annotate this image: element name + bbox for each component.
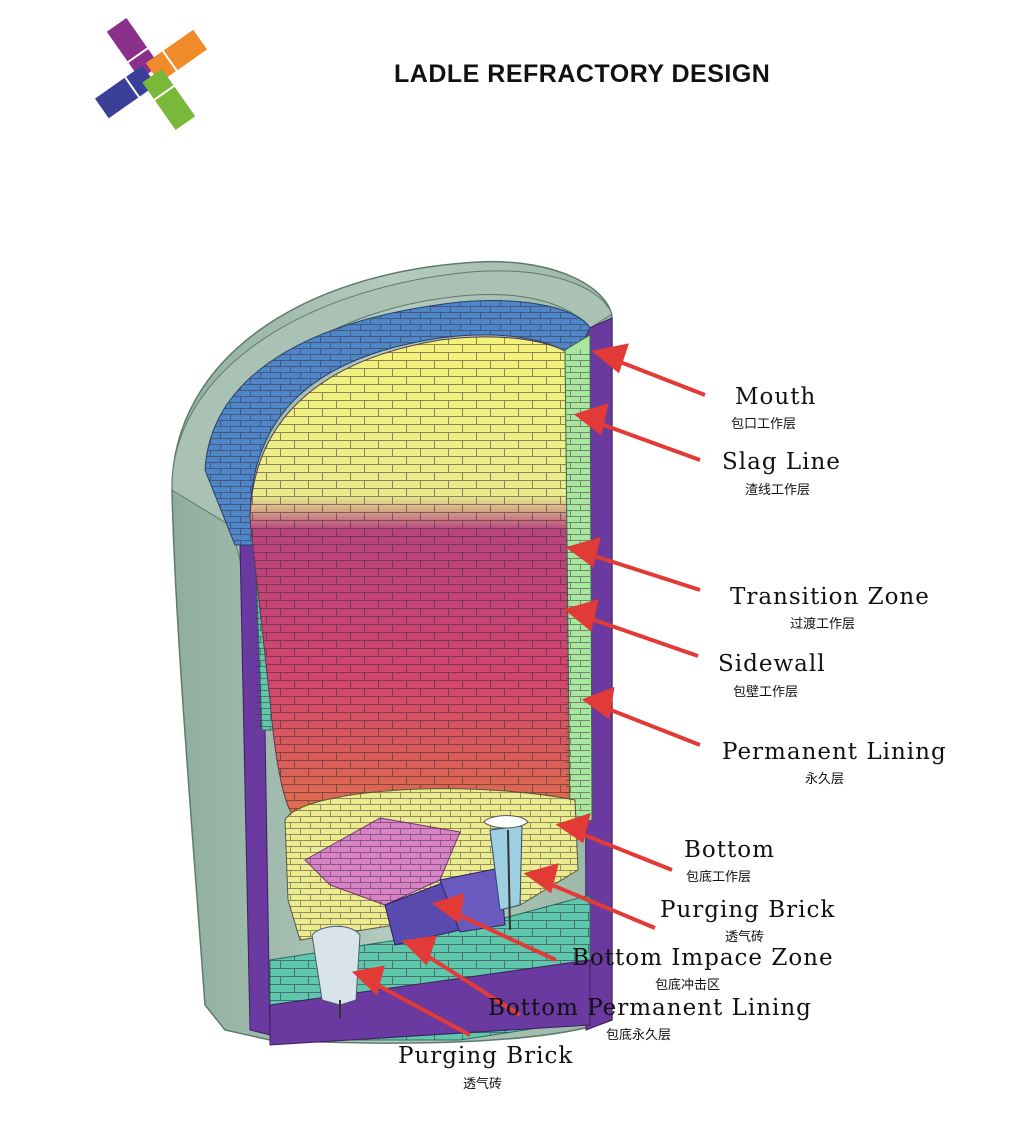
company-logo [94, 17, 208, 131]
purging-brick-left [311, 925, 361, 1006]
page-title: LADLE REFRACTORY DESIGN [394, 60, 771, 88]
label-slag-line: Slag Line [722, 449, 841, 475]
label-sidewall: Sidewall [718, 651, 826, 677]
label-bottom-impact-zone: Bottom Impace Zone [572, 945, 834, 971]
label-purging-brick-1-zh: 透气砖 [725, 930, 765, 945]
label-bottom-permanent-lining: Bottom Permanent Lining [488, 995, 812, 1021]
label-transition-zone-zh: 过渡工作层 [790, 617, 856, 632]
label-transition-zone: Transition Zone [730, 584, 930, 610]
label-sidewall-zh: 包壁工作层 [733, 685, 799, 700]
label-mouth-zh: 包口工作层 [731, 417, 797, 432]
label-purging-brick-2-zh: 透气砖 [463, 1077, 503, 1092]
arrows [351, 343, 706, 1037]
label-bottom: Bottom [684, 837, 775, 863]
label-bottom-zh: 包底工作层 [686, 870, 752, 885]
bottom-permanent-lining [269, 959, 591, 1046]
label-bottom-permanent-lining-zh: 包底永久层 [606, 1028, 672, 1043]
label-slag-line-zh: 渣线工作层 [745, 483, 811, 498]
label-permanent-lining-zh: 永久层 [805, 772, 845, 787]
label-permanent-lining: Permanent Lining [722, 739, 947, 765]
label-bottom-impact-zone-zh: 包底冲击区 [655, 978, 721, 993]
label-mouth: Mouth [735, 384, 817, 410]
label-purging-brick-2: Purging Brick [398, 1043, 574, 1069]
label-purging-brick-1: Purging Brick [660, 897, 836, 923]
